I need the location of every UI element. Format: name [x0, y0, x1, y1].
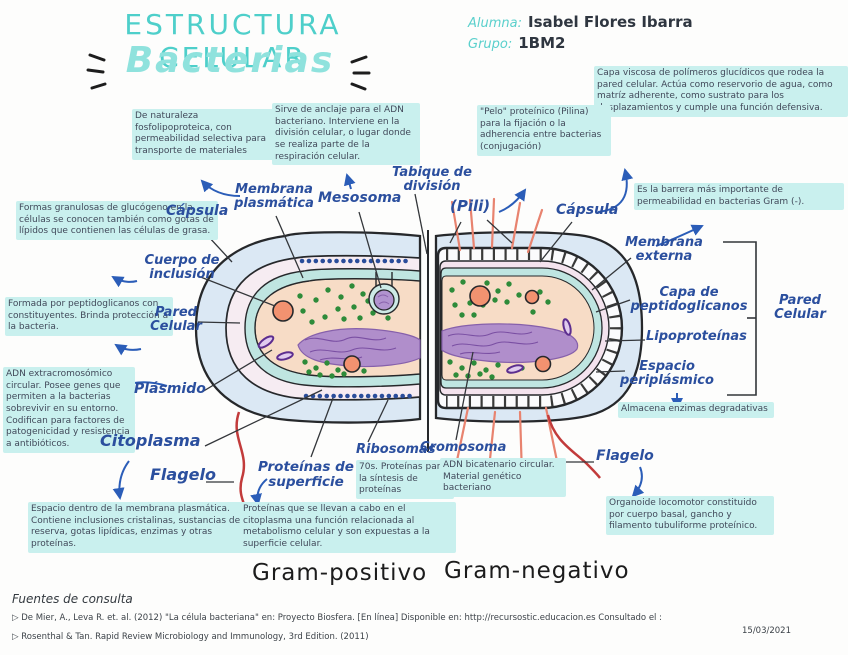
label-cromosoma: Cromosoma [420, 440, 507, 455]
label-espacio-periplasmico: Espacio periplásmico [620, 359, 714, 389]
reference-2: ▷ Rosenthal & Tan. Rapid Review Microbio… [12, 632, 369, 642]
plasmids-left [257, 335, 294, 361]
label-membrana-plasmatica: Membrana plasmática [234, 182, 314, 212]
label-ribosomas: Ribosomas [356, 442, 436, 457]
flagellum-right [546, 414, 601, 479]
page-subtitle: Bacterias [125, 40, 335, 81]
nucleoid-left [297, 328, 421, 368]
note-cromosoma: ADN bicatenario circular. Material genét… [440, 458, 566, 498]
note-plasmido: ADN extracromosómico circular. Posee gen… [3, 367, 135, 453]
student-row: Alumna: Isabel Flores Ibarra [468, 12, 693, 31]
label-pili: (Pili) [450, 197, 491, 215]
gram-positive-cell [194, 231, 422, 527]
label-cuerpo-inclusion: Cuerpo de inclusión [144, 253, 220, 283]
label-capsula-right: Cápsula [556, 202, 619, 218]
inclusion-bodies-right [469, 285, 552, 373]
label-flagelo-right: Flagelo [596, 448, 654, 464]
note-flagelo: Organoide locomotor constituido por cuer… [606, 496, 774, 536]
label-pared-celular-right: Pared Celular [774, 293, 826, 323]
label-pared-celular-left: Pared Celular [150, 305, 202, 335]
page-title: ESTRUCTURA CELULAR [124, 8, 342, 74]
gram-negative-cell [434, 197, 644, 480]
label-tabique-division: Tabique de división [392, 165, 472, 195]
group-label: Grupo: [468, 37, 513, 52]
title-dashes [86, 53, 371, 91]
label-plasmido: Plásmido [134, 381, 206, 397]
leader-lines [194, 193, 646, 483]
sources-title: Fuentes de consulta [12, 592, 133, 606]
group-row: Grupo: 1BM2 [468, 33, 565, 52]
student-label: Alumna: [468, 16, 522, 31]
gram-positive-caption: Gram-positivo [252, 560, 428, 586]
student-name: Isabel Flores Ibarra [528, 13, 693, 31]
note-capsula: Capa viscosa de polímeros glucídicos que… [594, 66, 848, 117]
note-pili: "Pelo" proteínico (Pilina) para la fijac… [477, 105, 611, 156]
label-citoplasma: Citoplasma [100, 431, 201, 450]
nucleoid-strands-right [447, 331, 539, 355]
mesosome [368, 272, 400, 315]
label-capa-peptidoglicanos: Capa de peptidoglicanos [630, 285, 748, 315]
note-membrana-externa: Es la barrera más importante de permeabi… [634, 183, 844, 211]
gram-negative-caption: Gram-negativo [444, 558, 630, 584]
pared-celular-bracket [723, 241, 757, 396]
note-pared-celular: Formada por peptidoglicanos con constitu… [5, 297, 173, 337]
note-membrana-plasmatica: De naturaleza fosfolipoproteica, con per… [132, 109, 280, 160]
reference-1: ▷ De Mier, A., Leva R. et. al. (2012) "L… [12, 613, 662, 623]
nucleoid-strands-left [304, 336, 397, 361]
note-mesosoma: Sirve de anclaje para el ADN bacteriano.… [272, 103, 420, 166]
label-membrana-externa: Membrana externa [625, 235, 703, 265]
nucleoid-right [441, 323, 579, 363]
label-proteinas-superficie: Proteínas de superficie [258, 459, 354, 490]
note-cuerpo-inclusion: Formas granulosas de glucógeno en la cél… [16, 201, 218, 241]
note-espacio-periplasmico: Almacena enzimas degradativas [618, 402, 774, 418]
note-ribosomas: 70s. Proteínas para la síntesis de prote… [356, 460, 454, 500]
plasmids-right [506, 318, 572, 374]
label-mesosoma: Mesosoma [318, 190, 402, 206]
plasma-membrane-left [244, 268, 421, 388]
label-flagelo-left: Flagelo [150, 465, 216, 484]
label-capsula-left: Cápsula [166, 203, 229, 219]
lipoprotein-rungs [446, 249, 621, 407]
group-value: 1BM2 [518, 34, 566, 52]
inclusion-bodies-left [272, 300, 361, 373]
label-lipoproteinas: Lipoproteínas [646, 329, 747, 344]
note-citoplasma: Espacio dentro de la membrana plasmática… [28, 502, 249, 553]
surface-protein-dots [299, 258, 417, 399]
note-proteinas-superficie: Proteínas que se llevan a cabo en el cit… [240, 502, 456, 553]
reference-1-date: 15/03/2021 [742, 626, 791, 636]
